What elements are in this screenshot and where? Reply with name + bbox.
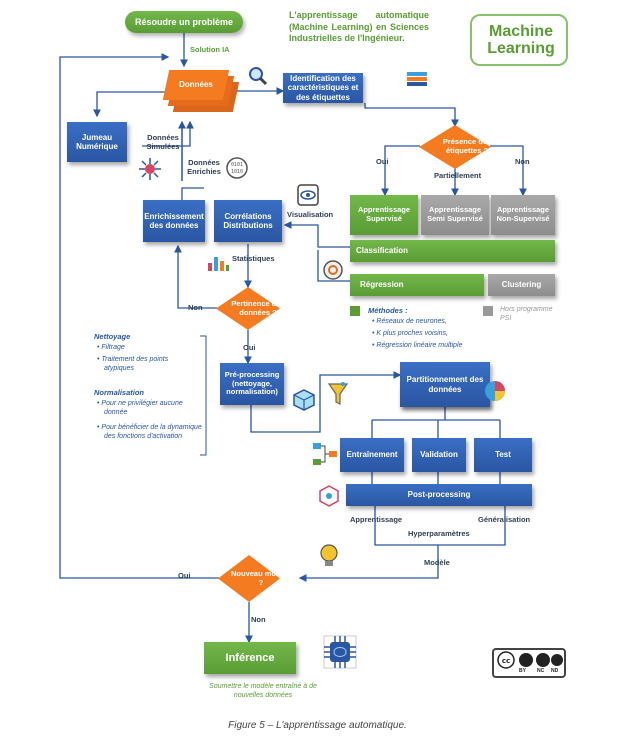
note-nettoyage-title: Nettoyage: [94, 332, 131, 341]
svg-text:cc: cc: [502, 657, 510, 665]
node-entrainement: Entraînement: [340, 438, 404, 472]
logo-line-2: Learning: [487, 40, 555, 57]
funnel-icon: [327, 382, 349, 405]
decision-pertinence: Pertinence des données ?: [216, 287, 285, 330]
eye-monitor-icon: [297, 184, 319, 206]
bar-chart-icon: [208, 257, 229, 271]
network-node-icon: [139, 158, 161, 180]
decision-nouveau-modele: Nouveau modèle ?: [218, 555, 291, 602]
legend-methode-1: • Réseaux de neurones,: [372, 318, 447, 325]
cube-icon: [293, 389, 315, 411]
stacked-bars-icon: [407, 72, 427, 86]
node-test: Test: [474, 438, 532, 472]
magnifier-icon: [249, 67, 268, 86]
label-non-pertinence: Non: [188, 303, 203, 312]
node-regression: Régression: [350, 274, 484, 296]
decision-pertinence-label: Pertinence des données ?: [231, 298, 285, 317]
label-hyperparametres: Hyperparamètres: [408, 529, 470, 538]
node-inference: Inférence: [204, 642, 296, 674]
label-oui-presence: Oui: [376, 157, 389, 166]
cc-nd: ND: [551, 668, 559, 674]
label-generalisation: Généralisation: [478, 515, 531, 524]
note-nettoyage-2: • Traitement des points atypiques: [97, 356, 169, 372]
label-apprentissage: Apprentissage: [350, 515, 403, 524]
note-normalisation-2: • Pour bénéficier de la dynamique des fo…: [97, 424, 202, 440]
decision-presence-etiquettes: Présence des étiquettes ?: [419, 125, 491, 169]
cc-license-icon: cc: [497, 651, 563, 669]
legend-methode-1-text: Réseaux de neurones,: [376, 318, 447, 325]
node-enrichissement: Enrichissement des données: [143, 200, 205, 242]
node-supervise: Apprentissage Supervisé: [350, 195, 418, 235]
node-resoudre: Résoudre un problème: [125, 11, 243, 33]
node-clustering: Clustering: [488, 274, 555, 296]
note-normalisation-title: Normalisation: [94, 388, 145, 397]
cc-by: BY: [519, 668, 526, 674]
logo-line-1: Machine: [488, 23, 553, 40]
node-postprocessing: Post-processing: [346, 484, 532, 506]
legend-hors-programme: Hors programme PSI: [500, 306, 553, 322]
node-identification: Identification des caractéristiques et d…: [283, 73, 363, 103]
decision-presence-label: Présence des étiquettes ?: [442, 137, 492, 155]
label-modele: Modèle: [424, 558, 450, 567]
node-correlations: Corrélations Distributions: [214, 200, 282, 242]
svg-text:0101: 0101: [231, 162, 243, 168]
note-normalisation-1-text: Pour ne privilégier aucune donnée: [101, 400, 183, 416]
legend-methode-2-text: K plus proches voisins,: [376, 330, 448, 337]
diagram-title: L'apprentissage automatique (Machine Lea…: [289, 10, 429, 44]
flowchart-icon: [313, 443, 337, 465]
machine-learning-logo: Machine Learning: [470, 14, 568, 66]
label-visualisation: Visualisation: [287, 210, 334, 219]
creative-commons-badge: cc BY NC ND: [492, 648, 566, 678]
note-normalisation-1: • Pour ne privilégier aucune donnée: [97, 400, 183, 416]
label-donnees-enrichies: Données Enrichies: [187, 158, 221, 176]
label-partiellement: Partiellement: [434, 171, 482, 180]
label-non-presence: Non: [515, 157, 530, 166]
note-normalisation-2-text: Pour bénéficier de la dynamique des fonc…: [101, 424, 202, 440]
figure-caption: Figure 5 – L'apprentissage automatique.: [228, 720, 407, 731]
node-semi-supervise: Apprentissage Semi Supervisé: [421, 195, 489, 235]
cc-nc: NC: [537, 668, 545, 674]
note-nettoyage-1-text: Filtrage: [101, 344, 125, 351]
legend-grey-swatch: [483, 306, 493, 316]
label-donnees-simulees: Données Simulées: [146, 133, 180, 151]
node-donnees-label: Données: [179, 80, 213, 90]
node-donnees: Données: [162, 70, 230, 100]
pie-chart-icon: [485, 381, 505, 401]
node-non-supervise: Apprentissage Non-Supervisé: [491, 195, 555, 235]
legend-methode-3-text: Régression linéaire multiple: [376, 342, 463, 349]
node-preprocessing: Pré-processing (nettoyage, normalisation…: [220, 363, 284, 405]
label-oui-nouveau: Oui: [178, 571, 191, 580]
legend-methodes-title: Méthodes :: [368, 306, 408, 315]
decision-nouveau-label: Nouveau modèle ?: [230, 568, 291, 587]
node-partitionnement-label: Partitionnement des données: [400, 362, 490, 407]
node-jumeau-numerique: Jumeau Numérique: [67, 122, 127, 162]
svg-text:1010: 1010: [231, 169, 243, 175]
legend-methode-2: • K plus proches voisins,: [372, 330, 448, 337]
label-solution-ia: Solution IA: [190, 45, 230, 54]
inference-note: Soumettre le modèle entraîné à de nouvel…: [209, 683, 317, 699]
brain-gear-icon: [323, 260, 343, 280]
data-stack-icon: Données: [162, 70, 242, 122]
legend-methode-3: • Régression linéaire multiple: [372, 342, 463, 349]
note-nettoyage-2-text: Traitement des points atypiques: [101, 356, 169, 372]
label-oui-pertinence: Oui: [243, 343, 256, 352]
node-classification: Classification: [350, 240, 555, 262]
label-non-nouveau: Non: [251, 615, 266, 624]
note-nettoyage-1: • Filtrage: [97, 344, 125, 351]
node-validation: Validation: [412, 438, 466, 472]
lightbulb-icon: [320, 544, 338, 566]
label-statistiques: Statistiques: [232, 254, 275, 263]
legend-green-swatch: [350, 306, 360, 316]
ai-chip-icon: [323, 635, 357, 669]
molecule-icon: [319, 485, 339, 507]
